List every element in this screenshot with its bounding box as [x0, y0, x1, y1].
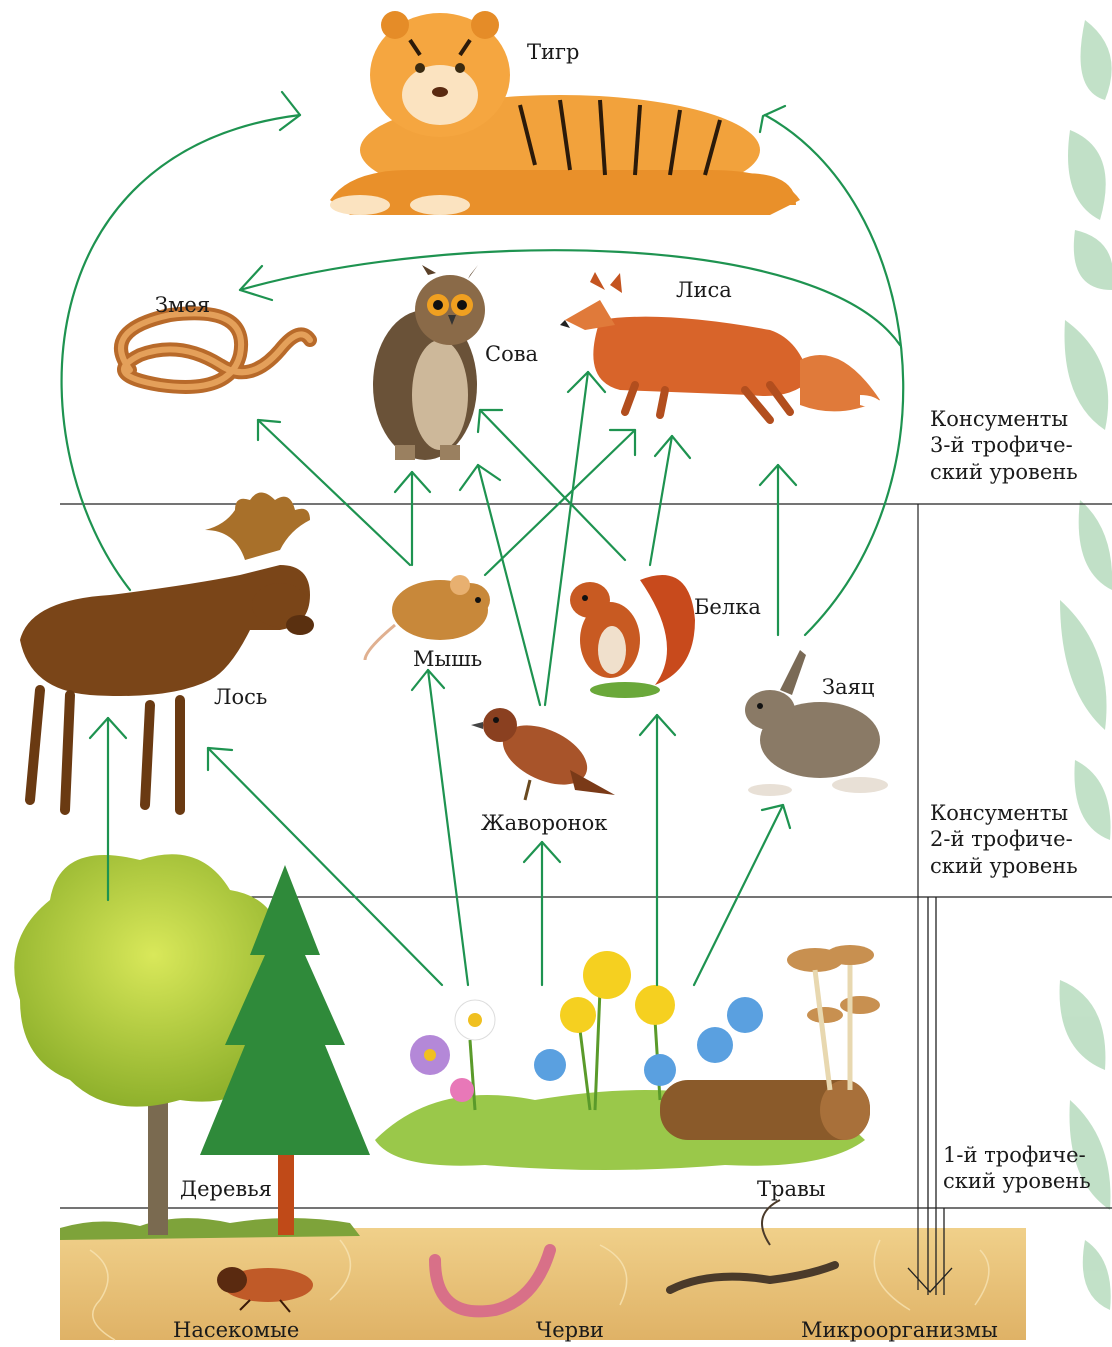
label-hare: Заяц [822, 675, 874, 700]
level-consumers-2: Консументы 2-й трофиче- ский уровень [930, 800, 1078, 879]
level-3-line-2: 3-й трофиче- [930, 432, 1078, 458]
label-tiger: Тигр [527, 40, 579, 65]
lark-illustration [471, 708, 615, 800]
label-squirrel: Белка [694, 595, 761, 620]
arrow-mouse-to-fox [485, 430, 635, 575]
level-producers-1: 1-й трофиче- ский уровень [943, 1142, 1091, 1195]
food-web-arrows [62, 92, 904, 985]
decorative-leaves [1060, 20, 1112, 1310]
elk-illustration [20, 493, 314, 811]
label-grass: Травы [757, 1177, 826, 1202]
snake-illustration [121, 313, 310, 387]
label-snake: Змея [155, 293, 210, 318]
label-worms: Черви [536, 1318, 604, 1343]
level-2-line-1: Консументы [930, 800, 1078, 826]
arrow-grass-to-hare [694, 805, 783, 985]
owl-illustration [373, 265, 485, 460]
level-3-line-1: Консументы [930, 406, 1078, 432]
level-3-line-3: ский уровень [930, 459, 1078, 485]
level-2-line-2: 2-й трофиче- [930, 826, 1078, 852]
level-2-line-3: ский уровень [930, 853, 1078, 879]
label-lark: Жаворонок [481, 811, 607, 836]
hare-illustration [745, 650, 888, 796]
label-elk: Лось [214, 685, 267, 710]
level-1-line-2: ский уровень [943, 1168, 1091, 1194]
label-mouse: Мышь [413, 647, 482, 672]
arrow-grass-to-mouse [428, 670, 468, 985]
arrow-fox-to-snake [240, 250, 900, 345]
label-microorganisms: Микроорганизмы [801, 1318, 998, 1343]
level-consumers-3: Консументы 3-й трофиче- ский уровень [930, 406, 1078, 485]
arrow-lark-to-fox [545, 372, 588, 705]
arrow-lark-to-owl [478, 465, 540, 705]
arrow-squirrel-to-fox [650, 436, 672, 565]
mushrooms-log-illustration [660, 945, 880, 1140]
squirrel-illustration [570, 575, 695, 698]
label-owl: Сова [485, 342, 538, 367]
arrow-squirrel-to-owl [480, 410, 625, 560]
label-insects: Насекомые [173, 1318, 299, 1343]
label-trees: Деревья [180, 1177, 272, 1202]
level-1-line-1: 1-й трофиче- [943, 1142, 1091, 1168]
label-fox: Лиса [676, 278, 732, 303]
